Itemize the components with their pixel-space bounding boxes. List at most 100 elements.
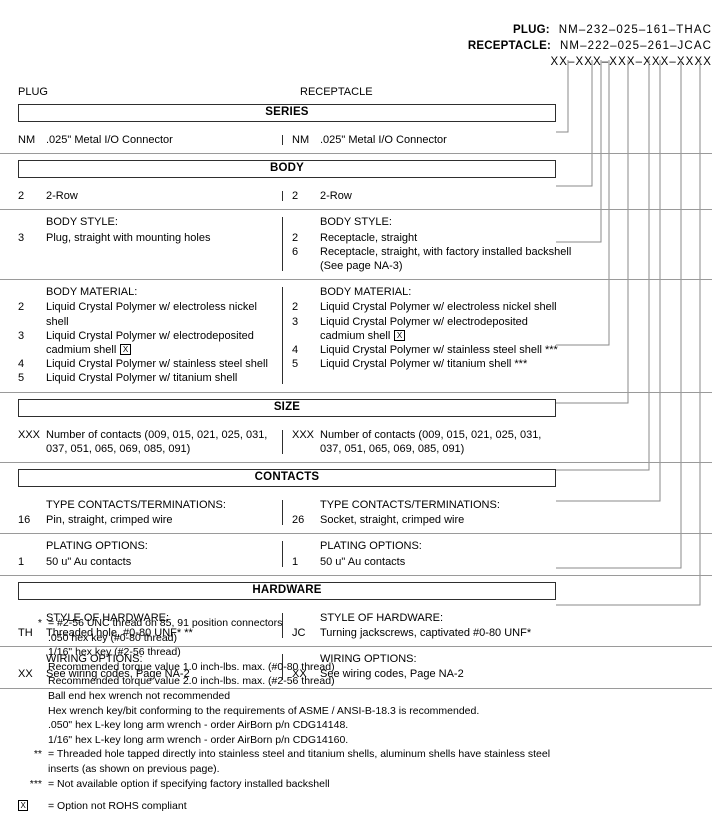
option-desc: Receptacle, straight	[320, 231, 418, 244]
subhead-hardware-style: STYLE OF HARDWARE:	[46, 611, 170, 624]
option-code: 3	[18, 231, 25, 244]
option-desc: See wiring codes, Page NA-2	[46, 668, 190, 681]
band-plating: PLATING OPTIONS: 1 50 u" Au contacts PLA…	[0, 534, 712, 576]
list-item: TH Threaded hole, #0-80 UNF* **	[18, 626, 282, 640]
rohs-symbol-icon: X	[394, 329, 405, 341]
section-header-series: SERIES	[18, 104, 556, 122]
band-body-style: BODY STYLE: 3 Plug, straight with mounti…	[0, 210, 712, 281]
list-item: 2 Liquid Crystal Polymer w/ electroless …	[292, 300, 712, 314]
list-item: 1 50 u" Au contacts	[18, 555, 282, 569]
list-item: 26 Socket, straight, crimped wire	[292, 513, 712, 527]
subhead-plating: PLATING OPTIONS:	[46, 540, 148, 553]
footnote-text: = #2-56 UNC thread on 85, 91 position co…	[48, 616, 678, 747]
body-material-receptacle-cell: BODY MATERIAL: 2 Liquid Crystal Polymer …	[282, 285, 712, 385]
option-desc: 2-Row	[320, 190, 352, 203]
body-material-plug-cell: BODY MATERIAL: 2 Liquid Crystal Polymer …	[0, 285, 282, 385]
list-item: 2 2-Row	[18, 189, 282, 203]
list-item: XX See wiring codes, Page NA-2	[18, 667, 282, 681]
part-number-row-template: XX–XXX–XXX–XXX–XXXX	[0, 54, 712, 70]
option-code: 3	[18, 329, 25, 342]
part-number-value-receptacle: NM–222–025–261–JCAC	[560, 40, 712, 52]
section-header-size: SIZE	[18, 398, 556, 417]
option-desc: Number of contacts (009, 015, 021, 025, …	[320, 428, 712, 456]
option-desc-cont: 037, 051, 065, 069, 085, 091)	[320, 442, 465, 455]
section-header-contacts: CONTACTS	[18, 469, 556, 488]
body-row-plug-cell: 2 2-Row	[0, 189, 282, 203]
option-code: 3	[292, 315, 299, 328]
footnote-line: Recommended torque value 1.0 inch-lbs. m…	[48, 660, 335, 673]
option-code: NM	[292, 134, 310, 146]
subhead-contact-type: TYPE CONTACTS/TERMINATIONS:	[46, 499, 226, 512]
footnote-double-asterisk: ** = Threaded hole tapped directly into …	[18, 747, 678, 776]
list-item: 2 Liquid Crystal Polymer w/ electroless …	[18, 300, 282, 328]
list-item: XXX Number of contacts (009, 015, 021, 0…	[18, 428, 282, 456]
list-item: 3 Liquid Crystal Polymer w/ electrodepos…	[292, 315, 712, 343]
footnote-text: = Not available option if specifying fac…	[48, 777, 330, 790]
band-body-material: BODY MATERIAL: 2 Liquid Crystal Polymer …	[0, 280, 712, 393]
option-desc: Liquid Crystal Polymer w/ electrodeposit…	[320, 315, 712, 343]
option-code: 5	[292, 358, 299, 371]
option-desc: Socket, straight, crimped wire	[320, 514, 465, 527]
option-desc-cont: 037, 051, 065, 069, 085, 091)	[46, 442, 191, 455]
body-style-receptacle-cell: BODY STYLE: 2 Receptacle, straight 6 Rec…	[282, 215, 712, 273]
footnote-triple-asterisk: *** = Not available option if specifying…	[18, 777, 678, 792]
part-number-row-receptacle: RECEPTACLE: NM–222–025–261–JCAC	[0, 38, 712, 54]
part-number-chart: SERIES NM .025" Metal I/O Connector NM .…	[0, 104, 712, 689]
option-code: TH	[18, 627, 33, 640]
footnote-spacer	[18, 791, 678, 799]
section-header-body: BODY	[18, 160, 556, 179]
list-item: XXX Number of contacts (009, 015, 021, 0…	[292, 428, 712, 456]
option-desc: Pin, straight, crimped wire	[46, 514, 173, 527]
rohs-symbol-icon: X	[120, 344, 131, 356]
footnote-mark-rohs: X	[18, 799, 48, 814]
series-plug-cell: NM .025" Metal I/O Connector	[0, 133, 282, 147]
wiring-receptacle-cell: WIRING OPTIONS: XX See wiring codes, Pag…	[282, 652, 712, 681]
footnote-text: = Option not ROHS compliant	[48, 800, 187, 813]
option-code: XXX	[18, 428, 41, 441]
part-number-row-plug: PLUG: NM–232–025–161–THAC	[0, 22, 712, 38]
band-size: XXX Number of contacts (009, 015, 021, 0…	[0, 423, 712, 464]
footnote-line: Ball end hex wrench not recommended	[48, 689, 231, 702]
part-number-label-plug: PLUG:	[512, 24, 550, 36]
part-number-label-receptacle: RECEPTACLE:	[467, 40, 552, 52]
list-item: 3 Liquid Crystal Polymer w/ electrodepos…	[18, 329, 282, 357]
option-desc: Liquid Crystal Polymer w/ stainless stee…	[46, 358, 268, 371]
option-desc: Turning jackscrews, captivated #0-80 UNF…	[320, 627, 532, 640]
column-caption-receptacle: RECEPTACLE	[300, 86, 373, 98]
contact-type-receptacle-cell: TYPE CONTACTS/TERMINATIONS: 26 Socket, s…	[282, 498, 712, 527]
footnote-mark: **	[33, 748, 42, 761]
option-desc: Liquid Crystal Polymer w/ stainless stee…	[320, 344, 558, 357]
list-item: 16 Pin, straight, crimped wire	[18, 513, 282, 527]
band-wiring: WIRING OPTIONS: XX See wiring codes, Pag…	[0, 647, 712, 689]
subhead-wiring: WIRING OPTIONS:	[46, 653, 143, 666]
series-receptacle-cell: NM .025" Metal I/O Connector	[282, 133, 712, 147]
option-desc: Liquid Crystal Polymer w/ electrodeposit…	[46, 329, 282, 357]
subhead-body-material: BODY MATERIAL:	[46, 286, 138, 299]
section-header-hardware: HARDWARE	[18, 581, 556, 600]
subhead-contact-type: TYPE CONTACTS/TERMINATIONS:	[320, 499, 500, 512]
option-code: XX	[18, 668, 33, 681]
subhead-body-style: BODY STYLE:	[46, 216, 118, 229]
option-desc: .025" Metal I/O Connector	[320, 134, 447, 146]
subhead-body-style: BODY STYLE:	[320, 216, 392, 229]
subhead-wiring: WIRING OPTIONS:	[320, 653, 417, 666]
list-item: JC Turning jackscrews, captivated #0-80 …	[292, 626, 712, 640]
option-desc-cont: (See page NA-3)	[320, 260, 403, 273]
list-item: 2 Receptacle, straight	[292, 231, 712, 245]
option-desc: See wiring codes, Page NA-2	[320, 668, 464, 681]
size-receptacle-cell: XXX Number of contacts (009, 015, 021, 0…	[282, 428, 712, 456]
part-number-value-plug: NM–232–025–161–THAC	[558, 24, 712, 36]
body-style-plug-cell: BODY STYLE: 3 Plug, straight with mounti…	[0, 215, 282, 273]
footnotes: * = #2-56 UNC thread on 85, 91 position …	[18, 616, 678, 814]
option-code: XX	[292, 668, 307, 681]
subhead-body-material: BODY MATERIAL:	[320, 286, 412, 299]
option-desc: Liquid Crystal Polymer w/ electroless ni…	[320, 301, 557, 314]
list-item: 3 Plug, straight with mounting holes	[18, 231, 282, 245]
footnote-line: inserts (as shown on previous page).	[48, 762, 220, 775]
option-desc: 50 u" Au contacts	[320, 555, 406, 568]
option-code: 2	[292, 190, 299, 203]
subhead-hardware-style: STYLE OF HARDWARE:	[320, 611, 444, 624]
option-code: XXX	[292, 428, 315, 441]
